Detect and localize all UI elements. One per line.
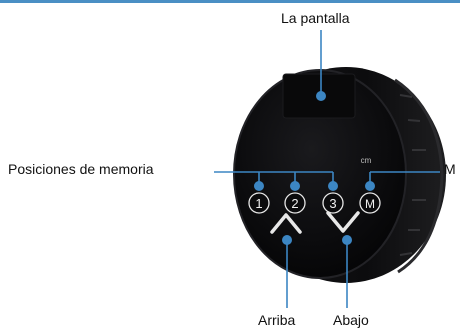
label-screen: La pantalla	[281, 10, 350, 26]
memory-set-button-label: M	[365, 197, 375, 211]
callout-memory-positions	[214, 171, 338, 191]
top-rule	[0, 0, 460, 3]
callout-up	[282, 235, 292, 308]
label-memory-button: M	[444, 161, 456, 177]
memory-button-3-label: 3	[329, 196, 336, 211]
callout-memory-set	[365, 171, 440, 191]
callout-down	[342, 235, 352, 308]
memory-button-2-label: 2	[291, 196, 298, 211]
label-down: Abajo	[333, 312, 369, 328]
callout-screen	[316, 30, 326, 101]
memory-button-3[interactable]: 3	[322, 192, 344, 214]
memory-set-button[interactable]: M	[359, 192, 381, 214]
memory-button-1-label: 1	[255, 196, 262, 211]
memory-button-1[interactable]: 1	[248, 192, 270, 214]
unit-label: cm	[361, 156, 372, 165]
chevron-up-icon[interactable]	[270, 213, 302, 234]
memory-button-2[interactable]: 2	[284, 192, 306, 214]
label-up: Arriba	[258, 312, 296, 328]
label-memory-positions: Posiciones de memoria	[8, 161, 154, 177]
chevron-down-icon[interactable]	[326, 211, 360, 233]
